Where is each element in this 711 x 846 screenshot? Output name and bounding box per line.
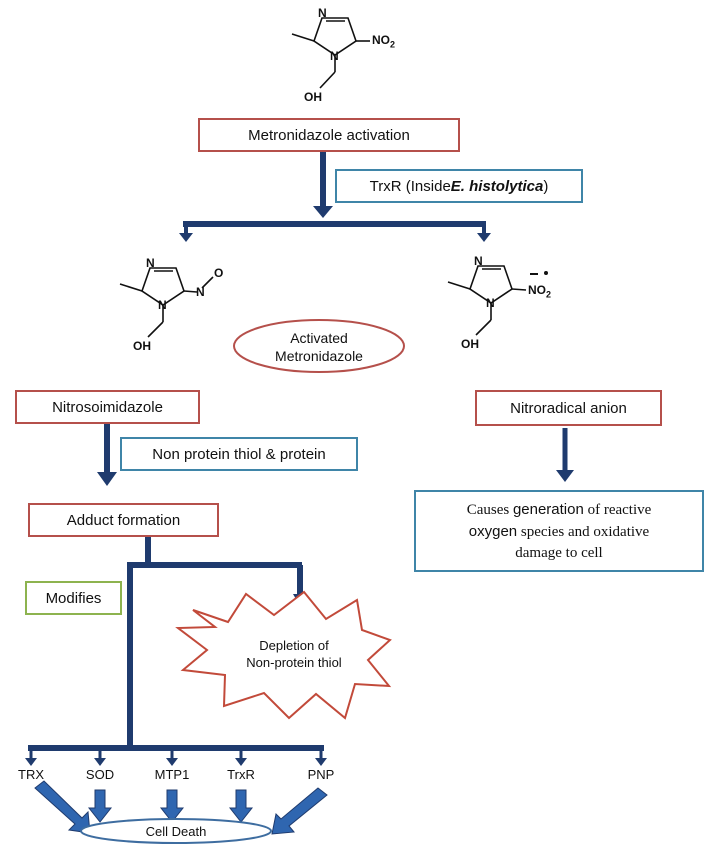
left-n-label: N (146, 256, 155, 270)
ros-damage-box: Causes generation of reactive oxygen spe… (414, 490, 704, 572)
target-pnp: PNP (307, 767, 335, 782)
depletion-label: Depletion of Non-protein thiol (246, 638, 342, 670)
adduct-branch-lines (127, 537, 303, 746)
split-bar (179, 221, 491, 242)
activated-ellipse (233, 319, 405, 373)
arrow-nitroso-to-adduct (97, 424, 117, 486)
target-mtp1: MTP1 (154, 767, 190, 782)
top-oh-label: OH (304, 90, 322, 104)
trxr-enzyme-box: TrxR (Inside E. histolytica ) (335, 169, 583, 203)
adduct-formation-box: Adduct formation (28, 503, 219, 537)
metronidazole-structure (291, 17, 370, 89)
nitroradical-anion-box: Nitroradical anion (475, 390, 662, 426)
thiol-protein-box: Non protein thiol & protein (120, 437, 358, 471)
arrow-nitroradical-to-ros (556, 428, 574, 482)
left-nitroso-o-label: O (214, 266, 224, 280)
targets-bar (25, 745, 327, 766)
right-n-label: N (474, 254, 483, 268)
top-no2-label: NO2 (372, 33, 396, 50)
right-no2-label: NO2 (528, 283, 552, 300)
nitrosoimidazole-box: Nitrosoimidazole (15, 390, 200, 424)
left-oh-label: OH (133, 339, 151, 353)
left-nitroso-n-label: N (196, 285, 205, 299)
depletion-star (175, 590, 392, 720)
modifies-box: Modifies (25, 581, 122, 615)
right-n1-label: N (486, 296, 495, 310)
metronidazole-activation-box: Metronidazole activation (198, 118, 460, 152)
nitroso-structure (119, 267, 214, 338)
left-n1-label: N (158, 298, 167, 312)
right-oh-label: OH (461, 337, 479, 351)
cell-death-label: Cell Death (145, 824, 207, 839)
radical-charge-marks (530, 270, 552, 278)
target-sod: SOD (85, 767, 115, 782)
top-n1-label: N (330, 49, 339, 63)
arrows-to-cell-death (34, 780, 328, 835)
top-n-label: N (318, 6, 327, 20)
cell-death-ellipse (80, 818, 272, 844)
target-trx: TRX (18, 767, 44, 782)
activated-metronidazole-label: Activated Metronidazole (275, 330, 363, 364)
nitroradical-structure (447, 265, 527, 336)
arrow-activation-to-split (313, 152, 333, 218)
target-trxr: TrxR (227, 767, 255, 782)
